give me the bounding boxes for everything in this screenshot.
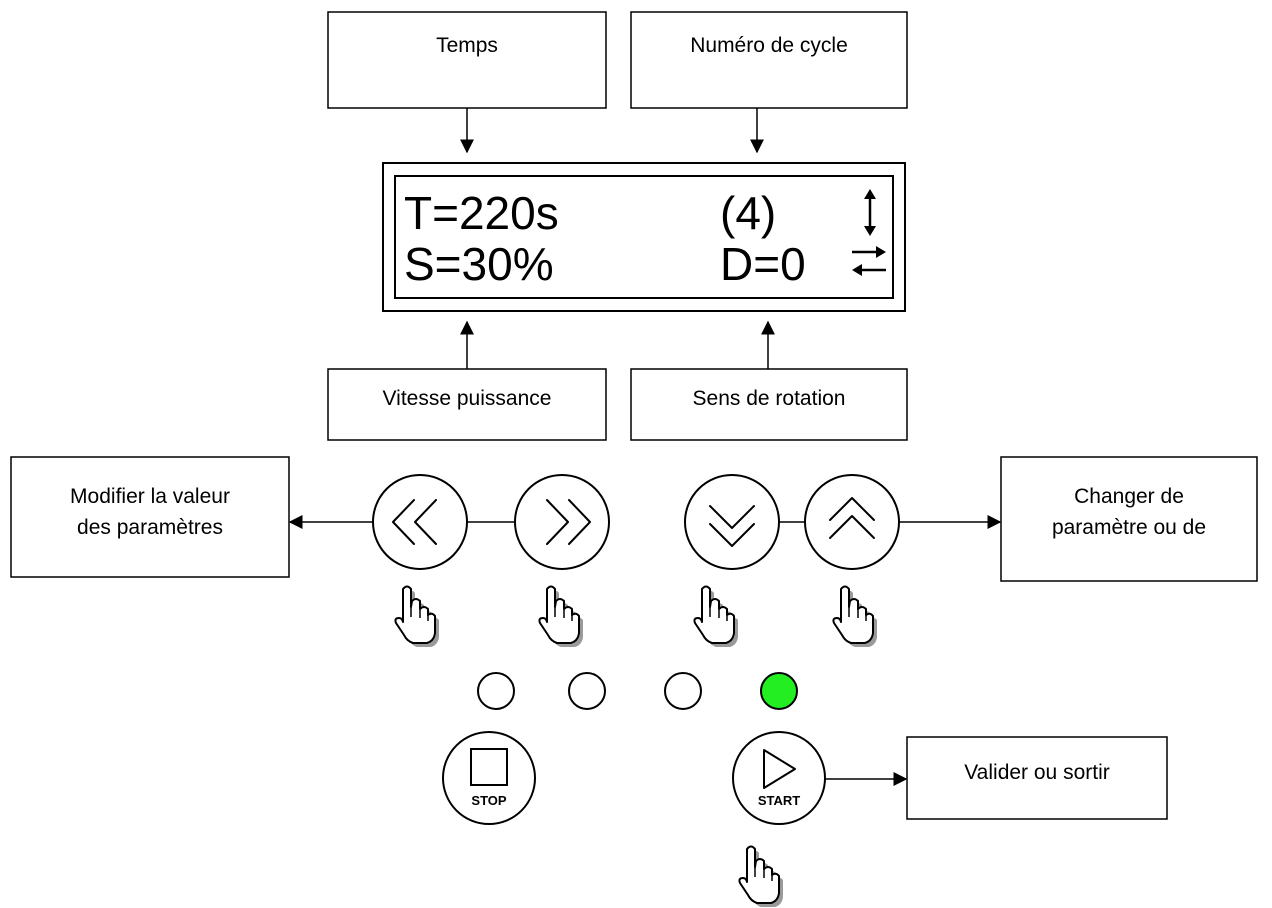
stop-button-label: STOP bbox=[471, 793, 506, 808]
cycle-number-label: Numéro de cycle bbox=[690, 34, 848, 57]
status-leds bbox=[477, 672, 798, 710]
up-down-arrow-icon bbox=[864, 189, 876, 236]
double-chevron-left-icon bbox=[392, 499, 437, 545]
changer-label-line1: Changer de bbox=[1074, 485, 1184, 508]
pointing-hand-icon bbox=[832, 585, 878, 648]
start-button-label: START bbox=[758, 793, 800, 808]
sens-label: Sens de rotation bbox=[693, 387, 846, 410]
double-chevron-left-button[interactable] bbox=[372, 474, 468, 570]
valider-callout: Valider ou sortir bbox=[906, 736, 1168, 820]
lcd-direction-value: D=0 bbox=[720, 238, 806, 290]
double-chevron-right-button[interactable] bbox=[514, 474, 610, 570]
temps-callout: Temps bbox=[327, 11, 607, 109]
pointing-hand-icon bbox=[693, 585, 739, 648]
pointing-hand-icon bbox=[394, 585, 440, 648]
double-chevron-up-button[interactable] bbox=[804, 474, 900, 570]
pointing-hand-icon bbox=[738, 845, 784, 908]
double-chevron-down-icon bbox=[709, 505, 755, 547]
modifier-label-line2: des paramètres bbox=[77, 516, 223, 539]
changer-label-line2: paramètre ou de bbox=[1052, 516, 1206, 539]
stop-square-icon bbox=[470, 748, 508, 786]
lcd-cycle-value: (4) bbox=[720, 187, 776, 239]
modifier-label-line1: Modifier la valeur bbox=[70, 485, 230, 508]
play-triangle-icon bbox=[763, 749, 796, 789]
swap-arrows-icon bbox=[852, 246, 886, 276]
vitesse-callout: Vitesse puissance bbox=[327, 368, 607, 441]
status-led bbox=[477, 672, 515, 710]
stop-button[interactable]: STOP bbox=[442, 731, 536, 825]
double-chevron-right-icon bbox=[546, 499, 591, 545]
modifier-callout: Modifier la valeur des paramètres bbox=[10, 456, 290, 578]
double-chevron-up-icon bbox=[829, 497, 875, 539]
temps-label: Temps bbox=[436, 34, 498, 57]
start-button[interactable]: START bbox=[732, 731, 826, 825]
valider-label: Valider ou sortir bbox=[964, 761, 1110, 784]
changer-callout: Changer de paramètre ou de bbox=[1000, 456, 1258, 582]
pointing-hand-icon bbox=[538, 585, 584, 648]
double-chevron-down-button[interactable] bbox=[684, 474, 780, 570]
lcd-time-value: T=220s bbox=[404, 187, 559, 239]
status-led bbox=[664, 672, 702, 710]
lcd-speed-value: S=30% bbox=[404, 238, 554, 290]
cycle-callout: Numéro de cycle bbox=[630, 11, 908, 109]
status-led bbox=[568, 672, 606, 710]
vitesse-label: Vitesse puissance bbox=[383, 387, 552, 410]
lcd-display: T=220s (4) S=30% D=0 bbox=[382, 162, 906, 312]
status-led-active bbox=[760, 672, 798, 710]
sens-callout: Sens de rotation bbox=[630, 368, 908, 441]
